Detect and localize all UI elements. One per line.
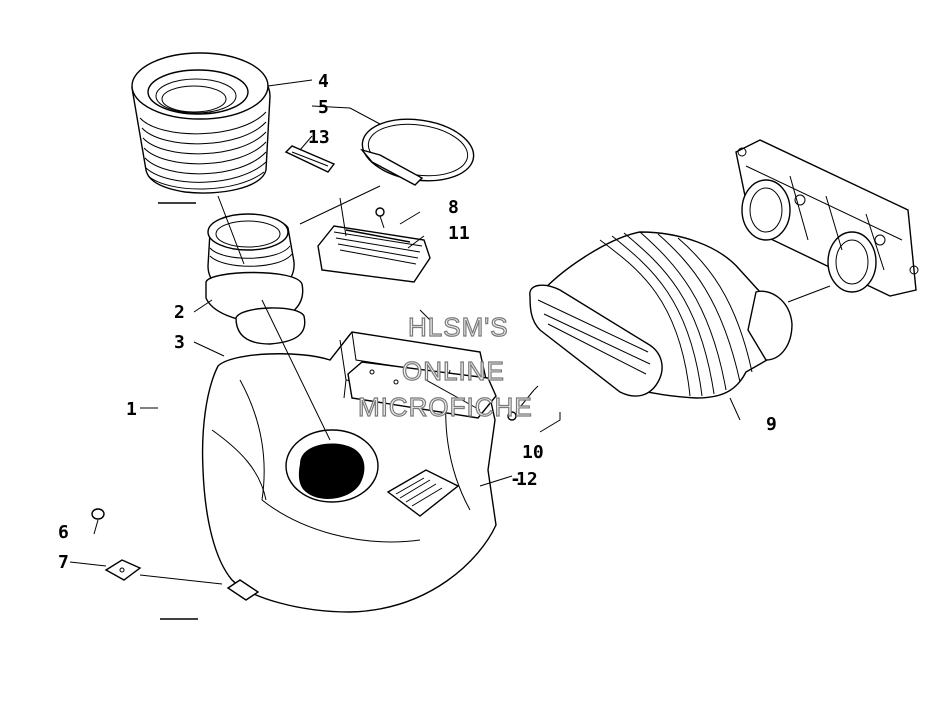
callout-11: 11 — [448, 223, 470, 244]
callout-2: 2 — [174, 302, 185, 323]
watermark-line-1: HLSM'S — [408, 312, 509, 342]
callout-3: 3 — [174, 332, 185, 353]
part-6-grommet — [91, 508, 105, 520]
callout-12: 12 — [516, 469, 538, 490]
part-1-airbox-housing — [201, 331, 497, 613]
part-5-hose-clamp — [360, 118, 475, 186]
callout-13: 13 — [308, 127, 330, 148]
callout-8: 8 — [448, 197, 459, 218]
callout-9: 9 — [766, 414, 777, 435]
carburetor-assembly — [735, 139, 919, 297]
watermark-line-2: ONLINE — [402, 356, 505, 386]
watermark-line-3: MICROFICHE — [358, 392, 533, 422]
callout-7: 7 — [58, 552, 69, 573]
callout-4: 4 — [318, 71, 329, 92]
callout-12-dash: - — [510, 469, 521, 490]
callout-5: 5 — [318, 97, 329, 118]
part-3-gasket — [235, 307, 306, 345]
callout-6: 6 — [58, 522, 69, 543]
leader-lines — [69, 79, 831, 620]
callout-10: 10 — [522, 442, 544, 463]
part-2-intake-adapter — [205, 213, 304, 323]
callout-labels: 1 2 3 4 5 6 7 8 9 10 11 12 13 - — [58, 71, 777, 573]
part-8-screw — [375, 207, 385, 229]
part-9-intake-duct — [529, 231, 793, 399]
watermark: HLSM'S ONLINE MICROFICHE — [357, 311, 533, 422]
part-4-bellows-boot — [131, 52, 271, 194]
part-7-bracket — [104, 559, 142, 581]
callout-1: 1 — [126, 399, 137, 420]
part-13-strip — [284, 145, 336, 173]
part-11-filter — [317, 225, 431, 283]
part-10-bolt — [507, 385, 539, 421]
